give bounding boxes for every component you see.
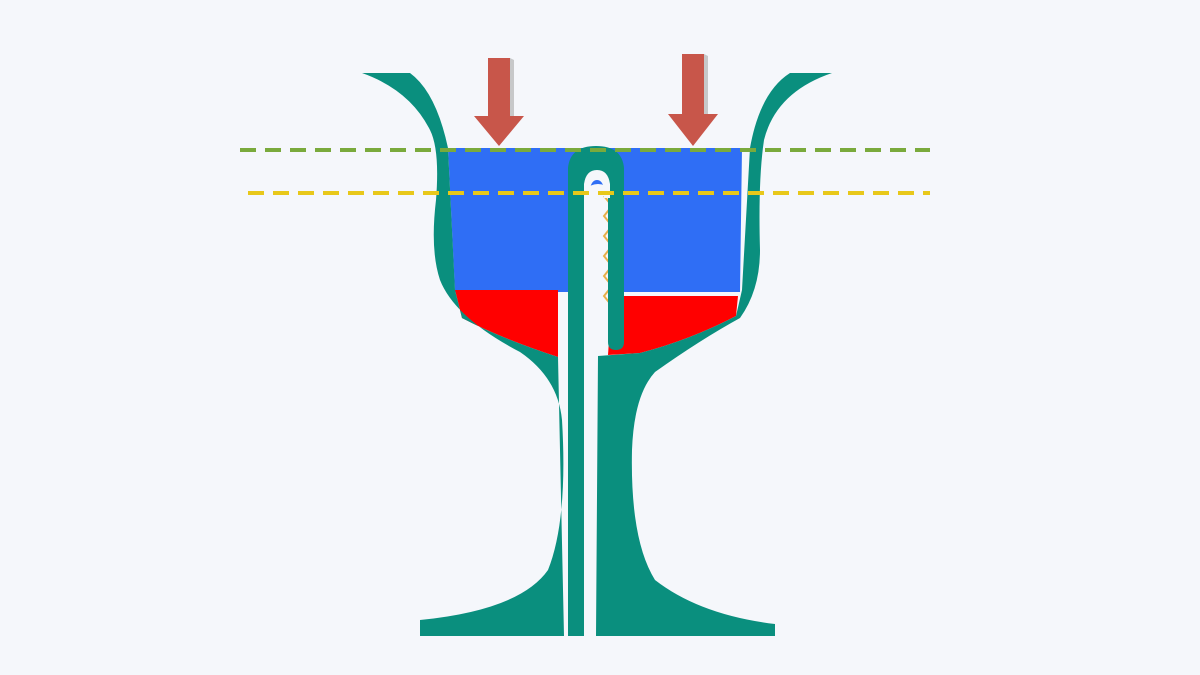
tube-white-gap — [584, 170, 610, 636]
pressure-arrow-right — [668, 54, 718, 146]
water-layer — [448, 148, 742, 292]
pressure-arrow-left — [474, 58, 524, 146]
central-siphon-tube — [568, 146, 624, 636]
cup-body — [362, 73, 832, 636]
heavy-liquid-left — [455, 290, 558, 357]
heavy-liquid-right — [608, 296, 738, 355]
